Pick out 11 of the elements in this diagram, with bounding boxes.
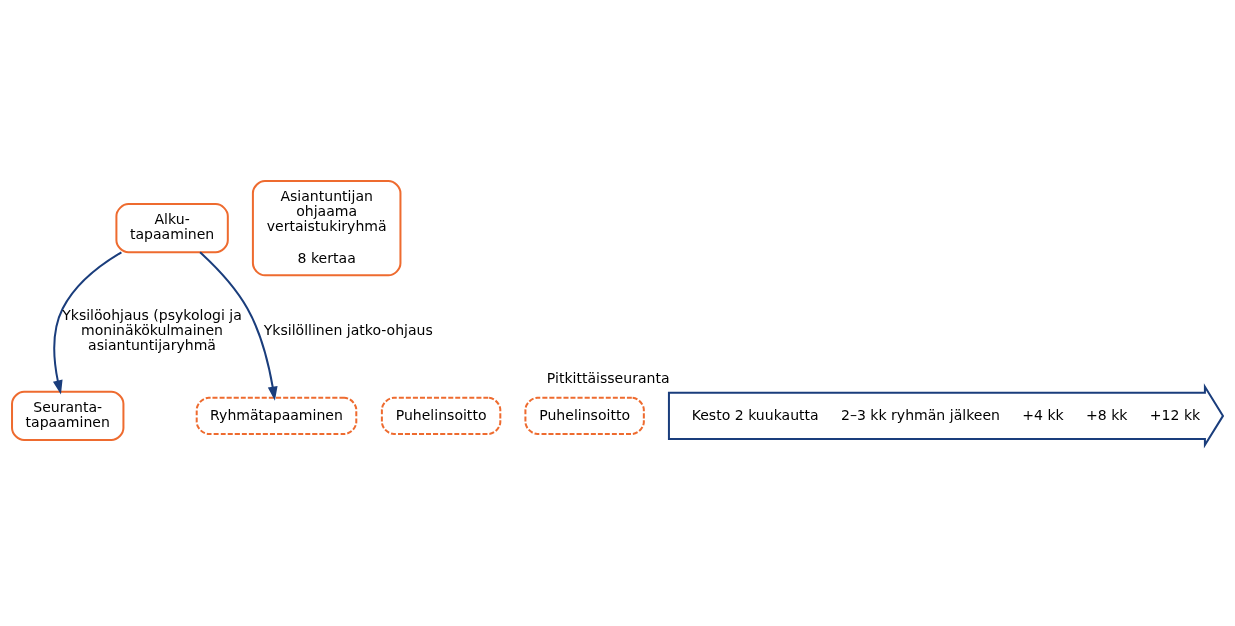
node-box: Asiantuntijan ohjaama vertaistukiryhmä 8 kertaa <box>251 180 402 277</box>
node-label: Pitkittäisseuranta <box>546 369 670 386</box>
edge-label: Yksilöllinen jatko-ohjaus <box>263 321 433 338</box>
arrow <box>52 251 122 395</box>
node-box: Puhelinsoitto <box>380 396 502 435</box>
node-box: Alku- tapaaminen <box>115 203 229 254</box>
node-box: Puhelinsoitto <box>524 396 645 435</box>
arrow <box>199 251 278 401</box>
edge-label: Yksilöohjaus (psykologi ja moninäkökulmainen asiantuntijaryhmä <box>62 306 242 353</box>
node-box: Ryhmätapaaminen <box>195 396 358 435</box>
node-box: Seuranta- tapaaminen <box>11 390 125 441</box>
